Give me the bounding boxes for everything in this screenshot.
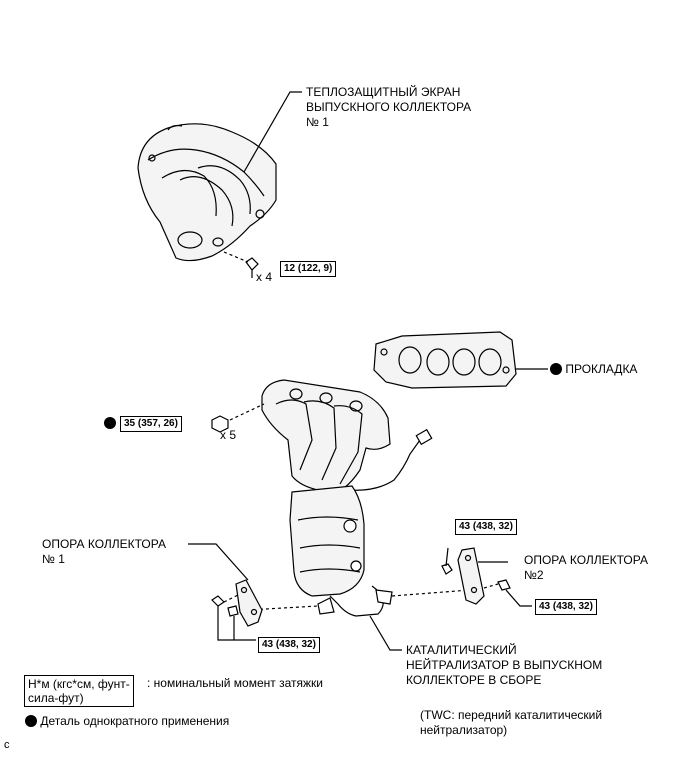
converter-label: КАТАЛИТИЧЕСКИЙ НЕЙТРАЛИЗАТОР В ВЫПУСКНОМ… xyxy=(406,643,602,688)
torque-bracket2-nut: 43 (438, 32) xyxy=(535,599,597,615)
legend-unit-line1: Н*м (кгс*см, фунт- xyxy=(28,677,130,691)
torque-manifold-nuts: 35 (357, 26) xyxy=(120,416,182,432)
qty-manifold-nuts: x 5 xyxy=(220,428,237,442)
converter-label-line2: НЕЙТРАЛИЗАТОР В ВЫПУСКНОМ xyxy=(406,658,603,672)
heat-shield-label-line2: ВЫПУСКНОГО КОЛЛЕКТОРА xyxy=(306,100,472,114)
non-reusable-icon xyxy=(550,363,562,375)
gasket-label: ПРОКЛАДКА xyxy=(550,362,637,377)
bracket-1-label: ОПОРА КОЛЛЕКТОРА № 1 xyxy=(42,537,166,567)
heat-shield-label: ТЕПЛОЗАЩИТНЫЙ ЭКРАН ВЫПУСКНОГО КОЛЛЕКТОР… xyxy=(306,85,471,130)
heat-shield-label-line1: ТЕПЛОЗАЩИТНЫЙ ЭКРАН xyxy=(306,85,461,99)
torque-bracket1-bottom: 43 (438, 32) xyxy=(258,637,320,653)
shield-bolt-drawing xyxy=(223,251,259,278)
heat-shield-drawing xyxy=(137,123,277,262)
legend-nonreusable: Деталь однократного применения xyxy=(25,714,229,729)
manifold-nut-torque-group xyxy=(104,416,116,431)
gasket-label-text: ПРОКЛАДКА xyxy=(565,362,638,376)
heat-shield-label-line3: № 1 xyxy=(306,115,329,129)
bracket-1-label-line2: № 1 xyxy=(42,552,65,566)
legend-nonreusable-text: Деталь однократного применения xyxy=(40,714,230,728)
bracket-1-drawing xyxy=(211,579,263,641)
torque-shield: 12 (122, 9) xyxy=(280,261,337,277)
torque-bracket2-top: 43 (438, 32) xyxy=(455,519,517,535)
bracket-2-drawing xyxy=(441,547,532,607)
bracket-2-label-line1: ОПОРА КОЛЛЕКТОРА xyxy=(524,553,648,567)
non-reusable-icon xyxy=(25,715,37,727)
gasket-drawing xyxy=(373,331,517,389)
converter-label-line3: КОЛЛЕКТОРЕ В СБОРЕ xyxy=(406,673,542,687)
bracket-2-label-line2: №2 xyxy=(524,568,544,582)
twc-note: (TWC: передний каталитический нейтрализа… xyxy=(420,708,602,738)
torque-unit-legend-box: Н*м (кгс*см, фунт- сила-фут) xyxy=(24,675,134,707)
legend-unit-line2: сила-фут) xyxy=(28,691,84,705)
twc-note-line2: нейтрализатор) xyxy=(420,723,508,737)
exhaust-manifold-drawing xyxy=(229,379,433,491)
manifold-nut-drawing xyxy=(211,415,229,433)
converter-label-line1: КАТАЛИТИЧЕСКИЙ xyxy=(406,643,517,657)
qty-shield-bolts: x 4 xyxy=(256,270,273,284)
twc-note-line1: (TWC: передний каталитический xyxy=(420,708,603,722)
legend-torque-desc: : номинальный момент затяжки xyxy=(147,676,323,690)
corner-code: c xyxy=(4,739,10,751)
non-reusable-icon xyxy=(104,417,116,429)
catalytic-converter-drawing xyxy=(247,485,471,617)
bracket-2-label: ОПОРА КОЛЛЕКТОРА №2 xyxy=(524,553,648,583)
bracket-1-label-line1: ОПОРА КОЛЛЕКТОРА xyxy=(42,537,166,551)
